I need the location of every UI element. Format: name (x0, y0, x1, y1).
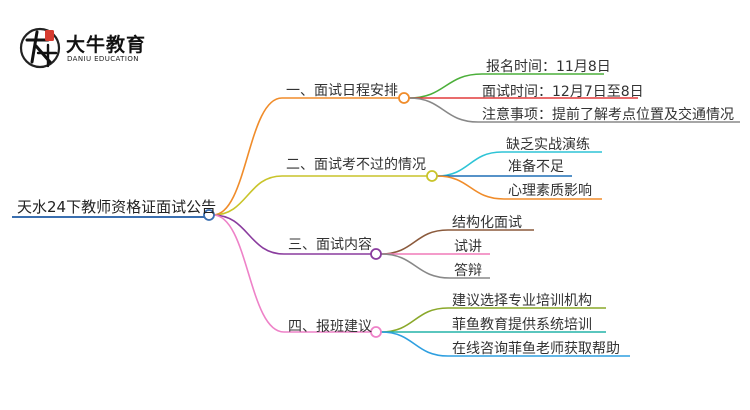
leaf-3-2: 试讲 (454, 239, 482, 255)
leaf-1-3: 注意事项：提前了解考点位置及交通情况 (482, 107, 734, 123)
branch-1-node (398, 92, 410, 104)
leaf-3-3: 答辩 (454, 263, 482, 279)
root-node (203, 209, 215, 221)
leaf-4-3-connector (380, 331, 449, 357)
leaf-4-1: 建议选择专业培训机构 (452, 293, 592, 309)
leaf-1-1-connector (408, 73, 483, 99)
leaf-3-1: 结构化面试 (452, 215, 522, 231)
leaf-2-3-connector (436, 175, 505, 200)
branch-1-label: 一、面试日程安排 (286, 83, 398, 99)
leaf-3-3-connector (380, 253, 451, 279)
leaf-4-1-connector (380, 307, 449, 333)
leaf-4-2: 菲鱼教育提供系统培训 (452, 317, 592, 333)
logo-name-cn: 大牛教育 (66, 34, 147, 56)
branch-1-connector (212, 97, 283, 216)
leaf-1-3-connector (408, 97, 479, 123)
daniu-logo-icon (19, 27, 61, 69)
branch-3-connector (212, 214, 285, 255)
branch-4-node (370, 326, 382, 338)
leaf-4-3: 在线咨询菲鱼老师获取帮助 (452, 341, 620, 357)
branch-2-node (426, 170, 438, 182)
branch-4-label: 四、报班建议 (288, 319, 372, 335)
leaf-2-1: 缺乏实战演练 (506, 137, 590, 153)
logo: 大牛教育 DANIU EDUCATION (18, 26, 188, 76)
branch-3-node (370, 248, 382, 260)
branch-4-connector (212, 214, 285, 333)
leaf-1-1: 报名时间：11月8日 (486, 59, 611, 75)
mindmap-root-label: 天水24下教师资格证面试公告 (17, 198, 217, 216)
leaf-3-1-connector (380, 229, 449, 255)
leaf-1-2: 面试时间：12月7日至8日 (482, 84, 644, 100)
leaf-2-3: 心理素质影响 (508, 183, 592, 199)
branch-3-label: 三、面试内容 (288, 237, 372, 253)
branch-2-label: 二、面试考不过的情况 (286, 157, 426, 173)
leaf-2-1-connector (436, 151, 503, 177)
leaf-2-2: 准备不足 (508, 159, 564, 175)
branch-2-connector (212, 175, 283, 216)
logo-name-en: DANIU EDUCATION (67, 55, 139, 63)
